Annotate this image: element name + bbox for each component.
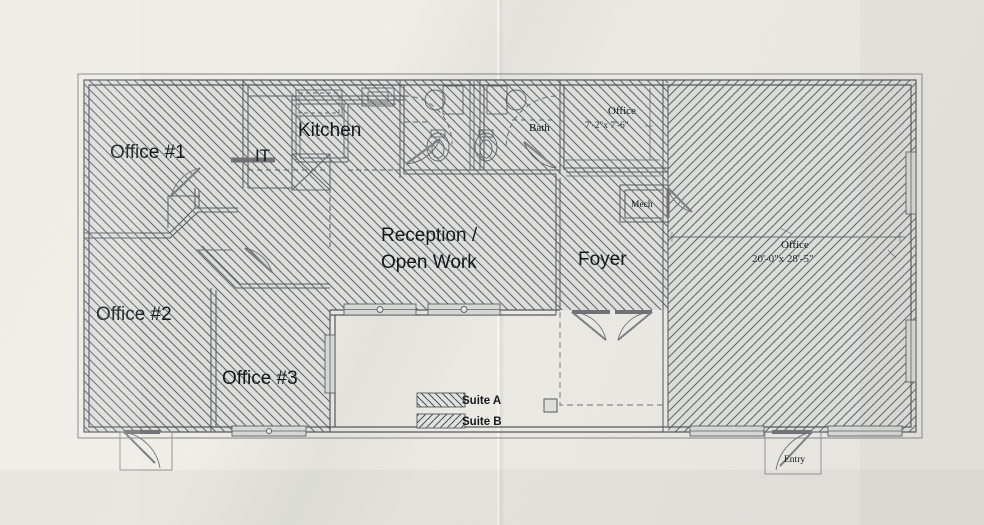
suite-a-region [84,80,668,432]
window-suiteb-east-2 [905,319,917,383]
dimension-lines [566,163,905,259]
room-label-it: IT [255,146,270,165]
dimension-labels: 7'-2"x 7'-6" 20'-0"x 28'-5" [585,121,814,265]
door-entry [764,430,822,475]
suite-b-region [668,80,916,432]
bathroom-fixtures [403,80,557,170]
door-office-2-rear [119,430,173,471]
dim-office-large: 20'-0"x 28'-5" [752,253,814,265]
door-foyer-double [571,310,653,341]
window-suiteb-east-1 [905,151,917,215]
windows [231,151,917,437]
window-office-3-right [324,334,336,394]
door-mech [666,187,693,218]
room-label-bath: Bath [529,122,550,134]
room-label-office-1: Office #1 [110,142,186,163]
legend-label-suite-a: Suite A [462,395,501,407]
room-labels: Office #1 IT Kitchen Bath Office Mech Re… [96,105,809,465]
room-label-office-3: Office #3 [222,368,298,389]
room-label-office-small: Office [608,105,636,117]
window-reception-1 [343,303,417,316]
room-label-office-2: Office #2 [96,304,172,325]
kitchen-fixtures [291,87,400,191]
legend: Suite A Suite B [416,392,502,429]
legend-label-suite-b: Suite B [462,416,502,428]
room-label-entry: Entry [784,455,805,465]
vestibule-marker [543,398,558,413]
room-label-kitchen: Kitchen [298,120,361,141]
door-office-2 [196,247,273,273]
legend-item-suite-a: Suite A [416,392,501,408]
window-reception-2 [427,303,501,316]
window-office-3 [231,425,307,437]
dim-office-small: 7'-2"x 7'-6" [585,121,629,131]
plan-border [77,73,923,439]
vestibule-outline [559,312,668,406]
room-label-reception-line2: Open Work [381,252,477,273]
doors [119,157,822,475]
room-label-office-large: Office [781,239,809,251]
interior-partitions [84,80,900,432]
window-suiteb-left [689,425,765,437]
legend-item-suite-b: Suite B [416,413,502,429]
room-label-mech: Mech [631,200,653,210]
window-suiteb-right [827,425,903,437]
room-label-reception-line1: Reception / [381,225,478,246]
room-label-foyer: Foyer [578,249,627,270]
small-office-detail [566,88,660,165]
door-office-1-swing [167,167,201,228]
